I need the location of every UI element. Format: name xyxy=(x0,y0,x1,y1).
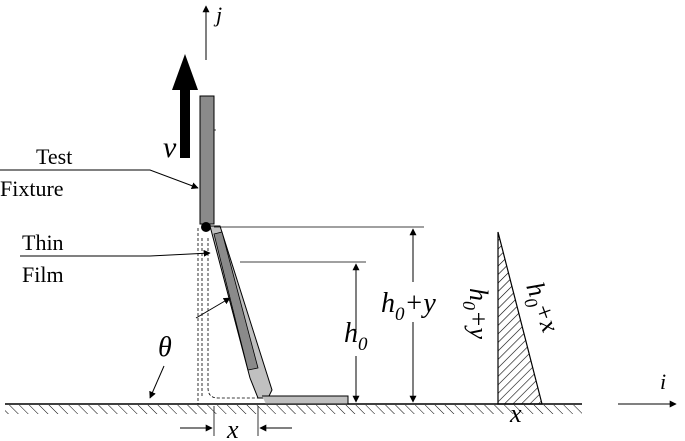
j-axis-label: j xyxy=(213,2,222,27)
test-fixture-label: Test Fixture xyxy=(0,144,199,201)
i-axis-label: i xyxy=(660,369,666,394)
test-fixture-label-line1: Test xyxy=(36,144,72,169)
triangle-left-label: h0+y xyxy=(459,288,493,340)
theta-symbol: θ xyxy=(158,332,172,363)
h0y-label: h0+y xyxy=(381,288,436,325)
h0-dimension: h0 xyxy=(240,261,368,403)
x-dimension-bottom: x xyxy=(180,406,292,441)
angle-label: θ xyxy=(149,332,172,399)
thin-film-label: Thin Film xyxy=(20,230,231,319)
h0-label: h0 xyxy=(344,318,368,355)
h0y-dimension: h0+y xyxy=(214,226,436,403)
j-axis: j xyxy=(202,2,222,60)
thin-film-label-line1: Thin xyxy=(22,230,64,255)
velocity-label: v xyxy=(163,131,177,164)
thin-film-label-line2: Film xyxy=(22,262,64,287)
ground xyxy=(5,403,582,414)
test-fixture-label-line2: Fixture xyxy=(0,176,64,201)
test-fixture xyxy=(199,95,215,232)
thin-film xyxy=(209,225,349,405)
x-bottom-label: x xyxy=(226,415,239,441)
velocity-arrow: v xyxy=(163,54,198,164)
displacement-triangle: h0+y h0+x x xyxy=(459,231,565,428)
triangle-x-label: x xyxy=(509,399,522,428)
i-axis: i xyxy=(618,369,677,408)
